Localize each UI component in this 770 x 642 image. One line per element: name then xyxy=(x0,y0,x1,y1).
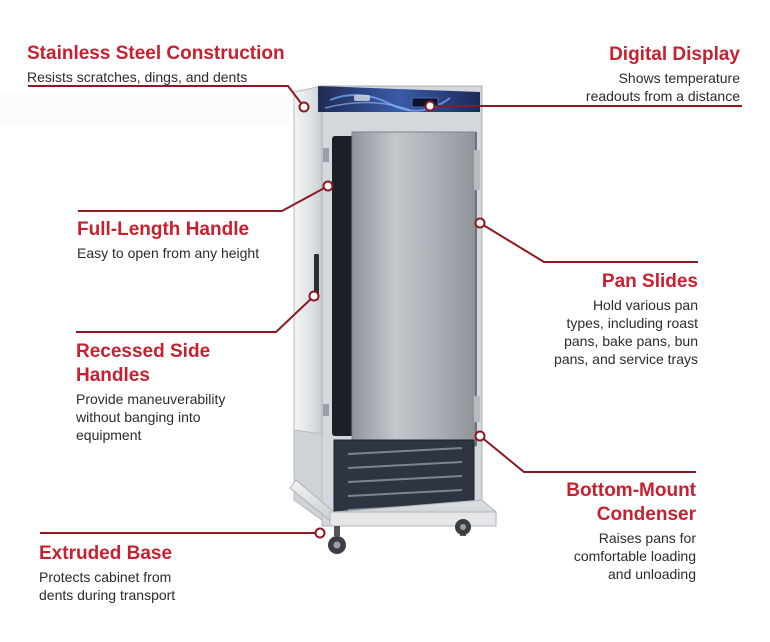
callout-pan-slides: Pan Slides Hold various pan types, inclu… xyxy=(530,270,698,368)
recessed-side-handle xyxy=(314,254,319,300)
callout-bottom-mount-condenser: Bottom-Mount Condenser Raises pans for c… xyxy=(520,479,696,583)
full-length-handle xyxy=(332,136,354,436)
callout-title: Digital Display xyxy=(609,44,740,65)
callout-title: Pan Slides xyxy=(601,271,698,292)
callout-description: Easy to open from any height xyxy=(77,245,260,261)
callout-description: Provide maneuverability without banging … xyxy=(76,391,226,443)
background-reflection xyxy=(0,92,290,126)
leader-side-handles xyxy=(76,295,315,333)
caster-wheels xyxy=(328,519,471,554)
leader-stainless xyxy=(28,85,305,108)
leader-lines xyxy=(28,85,742,534)
callout-title: Bottom-Mount Condenser xyxy=(566,480,696,525)
callout-title: Extruded Base xyxy=(39,543,173,564)
callout-full-length-handle: Full-Length Handle Easy to open from any… xyxy=(77,218,307,262)
leader-handle xyxy=(78,185,329,212)
callout-stainless-steel: Stainless Steel Construction Resists scr… xyxy=(27,42,307,86)
callout-description: Resists scratches, dings, and dents xyxy=(27,69,248,85)
callout-title: Recessed Side Handles xyxy=(76,341,211,386)
callout-description: Shows temperature readouts from a distan… xyxy=(585,70,740,104)
callout-title: Stainless Steel Construction xyxy=(27,43,285,64)
callout-extruded-base: Extruded Base Protects cabinet from dent… xyxy=(39,542,259,604)
cabinet-door xyxy=(351,131,477,447)
callout-recessed-side-handles: Recessed Side Handles Provide maneuverab… xyxy=(76,340,276,444)
leader-condenser xyxy=(479,435,696,473)
callout-description: Protects cabinet from dents during trans… xyxy=(39,569,176,603)
callout-description: Raises pans for comfortable loading and … xyxy=(573,530,696,582)
callout-digital-display: Digital Display Shows temperature readou… xyxy=(540,43,740,105)
callout-dots xyxy=(298,100,486,539)
leader-pan-slides xyxy=(479,222,698,263)
callout-title: Full-Length Handle xyxy=(77,219,250,240)
callout-description: Hold various pan types, including roast … xyxy=(554,297,698,367)
